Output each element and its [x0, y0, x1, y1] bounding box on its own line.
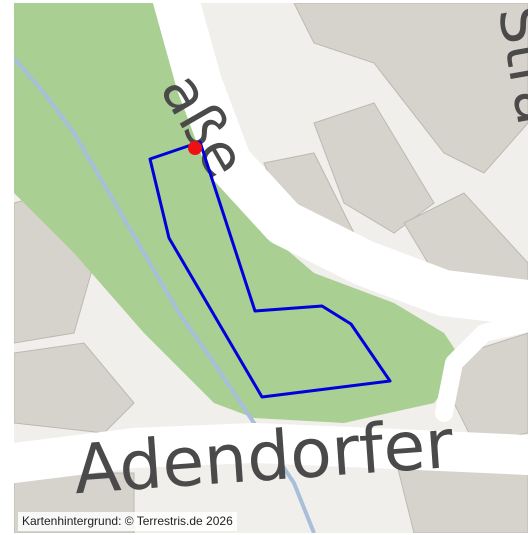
park-area [14, 3, 464, 423]
map-attribution: Kartenhintergrund: © Terrestris.de 2026 [18, 512, 237, 531]
road-side [435, 314, 528, 422]
point-marker-icon[interactable] [188, 141, 202, 155]
road-strasse [152, 3, 528, 326]
selection-polygon[interactable] [148, 140, 392, 399]
road-network [14, 3, 528, 483]
road-adendorfer [14, 423, 528, 483]
map-canvas[interactable]: aße Stra Adendorfer [14, 3, 528, 533]
map-viewport[interactable]: aße Stra Adendorfer [14, 3, 528, 533]
